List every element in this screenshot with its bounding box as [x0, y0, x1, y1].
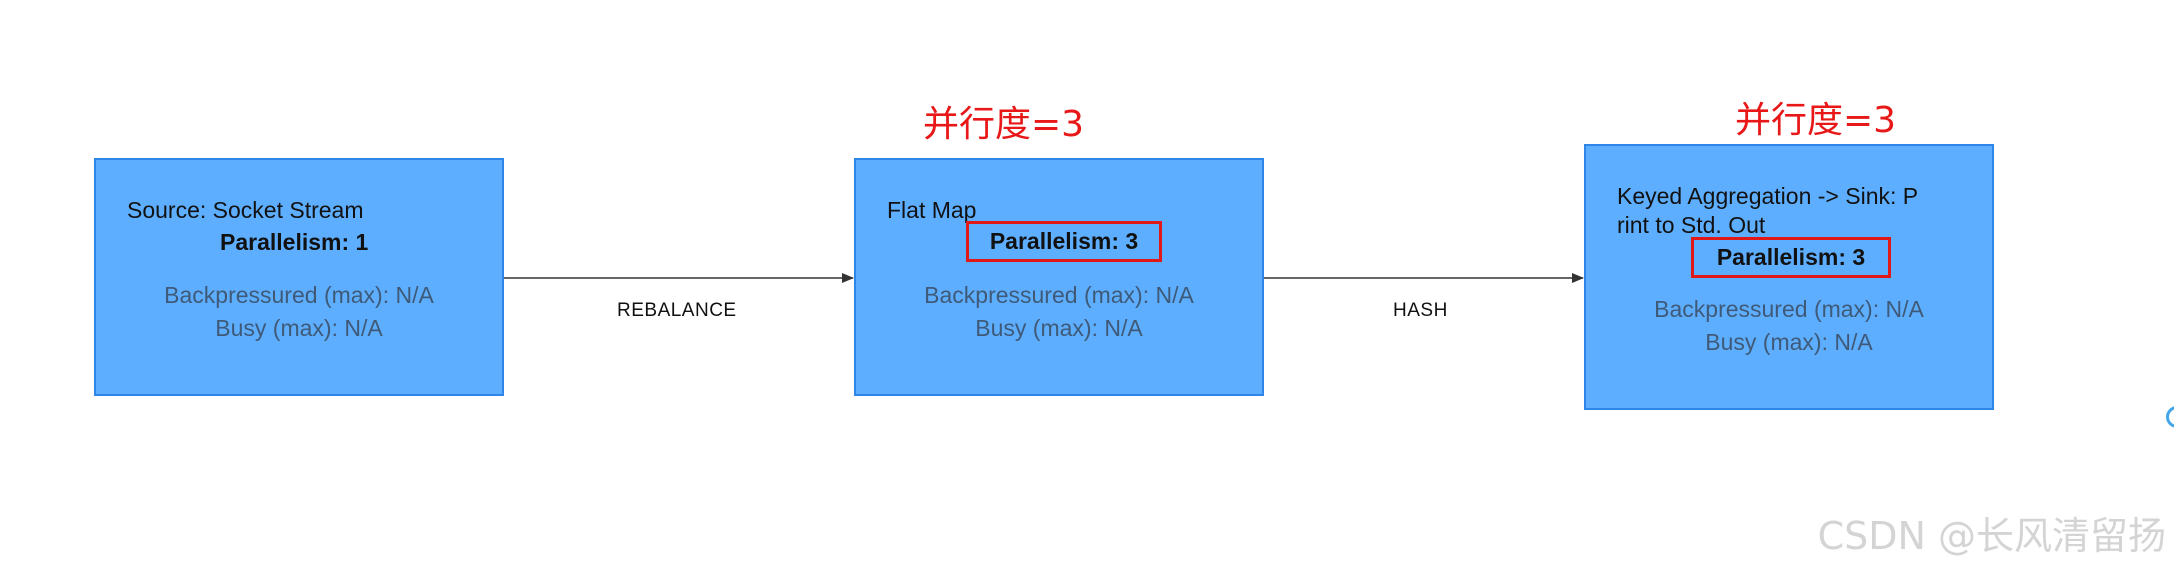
node-backpressured: Backpressured (max): N/A	[1654, 296, 1924, 322]
edge-label-rebalance: REBALANCE	[617, 300, 737, 321]
node-flat-map[interactable]: Flat Map Parallelism: 3 Backpressured (m…	[854, 158, 1264, 396]
node-backpressured: Backpressured (max): N/A	[164, 282, 434, 308]
parallelism-annotation-flat-map: 并行度=3	[923, 104, 1085, 145]
node-title: Flat Map	[887, 197, 977, 223]
node-busy: Busy (max): N/A	[215, 315, 383, 341]
node-parallelism: Parallelism: 1	[220, 229, 369, 255]
node-parallelism-highlighted: Parallelism: 3	[1691, 237, 1891, 278]
node-title-line-2: rint to Std. Out	[1617, 212, 1766, 238]
parallelism-annotation-sink: 并行度=3	[1735, 100, 1897, 141]
node-keyed-aggregation-sink[interactable]: Keyed Aggregation -> Sink: P rint to Std…	[1584, 144, 1994, 410]
node-busy: Busy (max): N/A	[1705, 329, 1873, 355]
node-title-line-1: Keyed Aggregation -> Sink: P	[1617, 183, 1919, 209]
node-parallelism-highlighted: Parallelism: 3	[966, 221, 1162, 262]
node-source-socket-stream[interactable]: Source: Socket Stream Parallelism: 1 Bac…	[94, 158, 504, 396]
node-title: Keyed Aggregation -> Sink: P rint to Std…	[1617, 182, 1918, 240]
node-busy: Busy (max): N/A	[975, 315, 1143, 341]
watermark: CSDN @长风清留扬	[1817, 514, 2166, 558]
node-backpressured: Backpressured (max): N/A	[924, 282, 1194, 308]
edge-label-hash: HASH	[1393, 300, 1448, 321]
node-title: Source: Socket Stream	[127, 197, 364, 223]
